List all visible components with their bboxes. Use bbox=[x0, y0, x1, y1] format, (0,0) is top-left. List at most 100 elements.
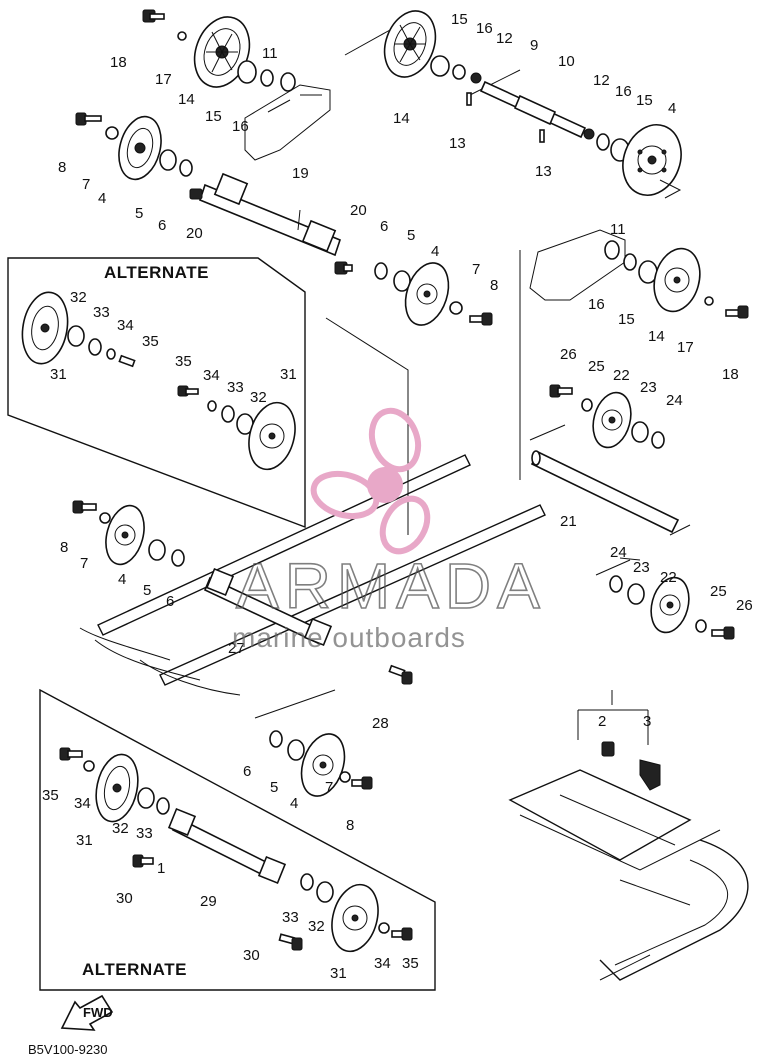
callout-5: 5 bbox=[270, 779, 278, 796]
callout-1: 1 bbox=[157, 860, 165, 877]
callout-23: 23 bbox=[633, 559, 650, 576]
callout-16: 16 bbox=[588, 296, 605, 313]
shaft-27 bbox=[203, 567, 333, 647]
circlip-16d bbox=[623, 253, 637, 271]
bolt-26b bbox=[711, 626, 735, 640]
alternate-box-bottom bbox=[39, 688, 436, 991]
bearing-32a bbox=[67, 325, 85, 347]
callout-25: 25 bbox=[588, 358, 605, 375]
collar-33d bbox=[300, 873, 314, 891]
collar-33a bbox=[88, 338, 102, 356]
callout-28: 28 bbox=[372, 715, 389, 732]
callout-6: 6 bbox=[158, 217, 166, 234]
callout-6: 6 bbox=[243, 763, 251, 780]
callout-5: 5 bbox=[143, 582, 151, 599]
callout-14: 14 bbox=[393, 110, 410, 127]
callout-31: 31 bbox=[330, 965, 347, 982]
slide-rail-sketch-right bbox=[529, 229, 626, 301]
callout-32: 32 bbox=[70, 289, 87, 306]
washer-7c bbox=[99, 512, 111, 524]
wheel-31-alt-bottom-left bbox=[95, 753, 139, 823]
bolt-8b bbox=[469, 312, 493, 326]
callout-17: 17 bbox=[155, 71, 172, 88]
idler-wheel-top-middle bbox=[383, 10, 437, 78]
bearing-15b bbox=[430, 55, 450, 77]
bolt-20b bbox=[334, 261, 353, 275]
callout-13: 13 bbox=[449, 135, 466, 152]
callout-24: 24 bbox=[610, 544, 627, 561]
washer-17a bbox=[177, 31, 187, 41]
armada-watermark: ARMADA marine outboards bbox=[232, 407, 546, 653]
slider-part-2 bbox=[601, 741, 615, 757]
bolt-8c bbox=[72, 500, 97, 514]
callout-15: 15 bbox=[451, 11, 468, 28]
callout-20: 20 bbox=[350, 202, 367, 219]
callout-10: 10 bbox=[558, 53, 575, 70]
callout-30: 30 bbox=[243, 947, 260, 964]
watermark-tagline: marine outboards bbox=[232, 622, 466, 653]
callout-16: 16 bbox=[232, 118, 249, 135]
callout-4: 4 bbox=[668, 100, 676, 117]
bolt-18a bbox=[142, 9, 165, 23]
callout-31: 31 bbox=[76, 832, 93, 849]
axle-9 bbox=[479, 80, 587, 139]
callout-32: 32 bbox=[308, 918, 325, 935]
collar-24a bbox=[651, 431, 665, 449]
collar-6c bbox=[171, 549, 185, 567]
bearing-5d bbox=[287, 739, 305, 761]
callout-35: 35 bbox=[42, 787, 59, 804]
callout-35: 35 bbox=[142, 333, 159, 350]
callout-14: 14 bbox=[178, 91, 195, 108]
shaft-19 bbox=[199, 172, 341, 257]
bolt-8a bbox=[75, 112, 102, 126]
wheel-22-lower bbox=[650, 576, 690, 634]
callout-7: 7 bbox=[325, 779, 333, 796]
bolt-30b bbox=[278, 933, 303, 951]
callout-25: 25 bbox=[710, 583, 727, 600]
callout-7: 7 bbox=[472, 261, 480, 278]
callout-12: 12 bbox=[593, 72, 610, 89]
bolt-35b bbox=[177, 385, 199, 397]
washer-34a bbox=[106, 348, 116, 360]
callout-29: 29 bbox=[200, 893, 217, 910]
callout-35: 35 bbox=[402, 955, 419, 972]
bearing-15a bbox=[237, 60, 257, 84]
nut-12b bbox=[583, 128, 595, 140]
idler-wheel-4-left bbox=[118, 115, 162, 181]
callout-20: 20 bbox=[186, 225, 203, 242]
idler-wheel-14-right bbox=[653, 247, 701, 313]
washer-34d bbox=[378, 922, 390, 934]
idler-wheel-4-right bbox=[622, 124, 682, 196]
bolt-28 bbox=[388, 664, 413, 685]
shaft-21 bbox=[530, 450, 680, 534]
bolt-35d bbox=[391, 927, 413, 941]
fwd-label: FWD bbox=[83, 1005, 113, 1020]
callout-18: 18 bbox=[722, 366, 739, 383]
bolt-35a bbox=[118, 354, 136, 368]
callout-8: 8 bbox=[490, 277, 498, 294]
callout-24: 24 bbox=[666, 392, 683, 409]
callout-11: 11 bbox=[610, 221, 626, 238]
diagram-code: B5V100-9230 bbox=[28, 1042, 108, 1057]
callout-4: 4 bbox=[98, 190, 106, 207]
callout-15: 15 bbox=[618, 311, 635, 328]
callout-31: 31 bbox=[50, 366, 67, 383]
callout-34: 34 bbox=[374, 955, 391, 972]
callout-7: 7 bbox=[80, 555, 88, 572]
callout-33: 33 bbox=[136, 825, 153, 842]
bearing-32d bbox=[316, 881, 334, 903]
collar-11b bbox=[604, 240, 620, 260]
collar-11a bbox=[280, 72, 296, 92]
washer-25a bbox=[581, 398, 593, 412]
watermark-brand: ARMADA bbox=[236, 550, 546, 622]
callout-4: 4 bbox=[118, 571, 126, 588]
callout-34: 34 bbox=[203, 367, 220, 384]
callout-32: 32 bbox=[112, 820, 129, 837]
shaft-29 bbox=[167, 807, 287, 885]
bearing-5c bbox=[148, 539, 166, 561]
callout-5: 5 bbox=[407, 227, 415, 244]
collar-33c bbox=[156, 797, 170, 815]
wheel-31-alt-bottom-right bbox=[331, 883, 379, 953]
wheel-22-upper bbox=[592, 391, 632, 449]
